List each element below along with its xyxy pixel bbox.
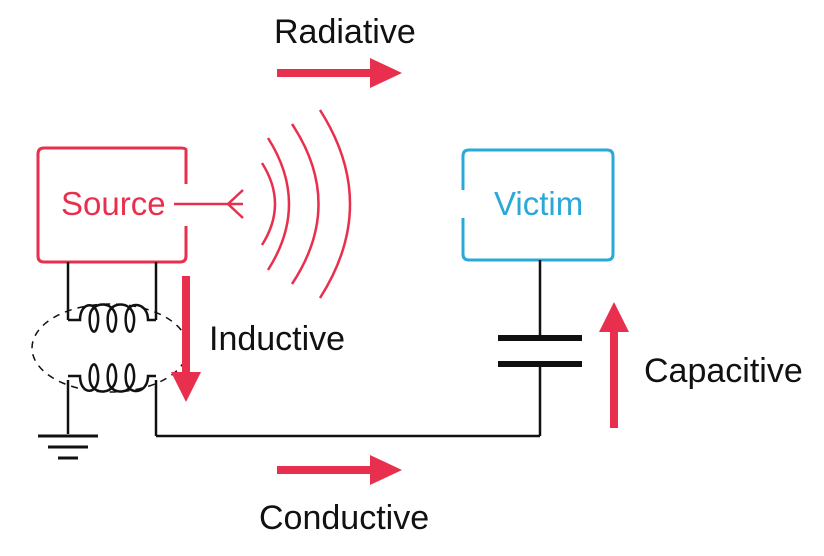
victim-box	[461, 148, 615, 262]
capacitor-icon	[498, 335, 582, 367]
radiation-waves-icon	[260, 109, 352, 299]
antenna-icon	[174, 189, 244, 219]
transformer-icon	[31, 303, 189, 393]
inductive-label: Inductive	[209, 320, 345, 358]
capacitive-arrow	[599, 302, 629, 428]
victim-label: Victim	[494, 185, 583, 222]
conductive-label: Conductive	[259, 499, 429, 537]
conductive-arrow	[277, 455, 402, 485]
capacitive-label: Capacitive	[644, 352, 803, 390]
ground-icon	[38, 434, 98, 460]
source-box	[36, 146, 188, 264]
inductive-arrow	[171, 276, 201, 402]
source-label: Source	[61, 185, 166, 222]
circuit-wires	[66, 260, 542, 438]
radiative-label: Radiative	[274, 13, 416, 51]
radiative-arrow	[277, 58, 402, 88]
